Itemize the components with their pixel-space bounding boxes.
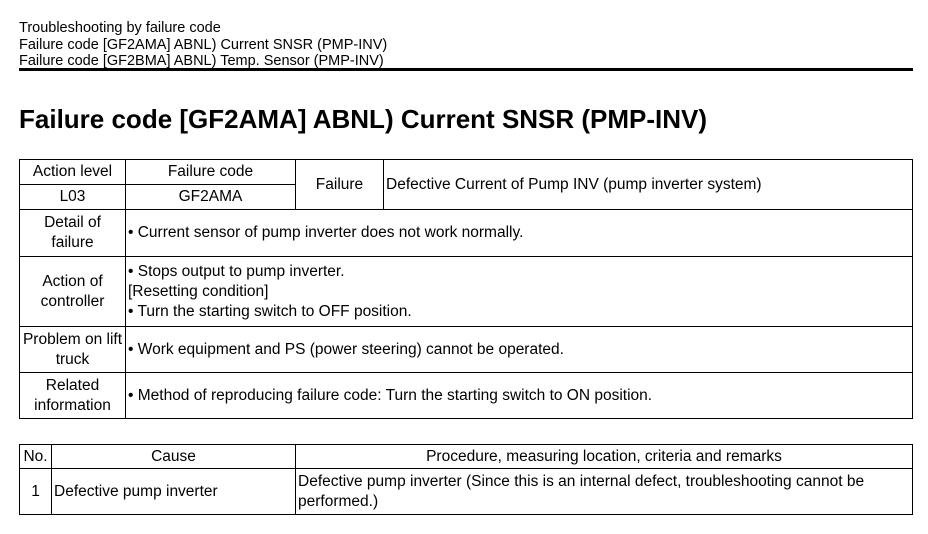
cause-no: 1 — [19, 468, 52, 515]
action-item: • Stops output to pump inverter. — [128, 262, 345, 280]
page-header: Troubleshooting by failure code Failure … — [19, 20, 387, 70]
page-title: Failure code [GF2AMA] ABNL) Current SNSR… — [19, 104, 708, 134]
header-failure-code-1: Failure code [GF2AMA] ABNL) Current SNSR… — [19, 36, 388, 53]
resetting-condition-heading: [Resetting condition] — [128, 282, 269, 300]
failure-description: Defective Current of Pump INV (pump inve… — [383, 159, 913, 210]
cause-text: Defective pump inverter — [51, 468, 296, 515]
problem-text: • Work equipment and PS (power steering)… — [125, 326, 913, 373]
header-divider — [19, 68, 913, 71]
action-level-value: L03 — [19, 184, 126, 210]
action-of-controller-text: • Stops output to pump inverter. [Resett… — [125, 256, 913, 327]
col-header-procedure: Procedure, measuring location, criteria … — [295, 444, 913, 469]
action-level-label: Action level — [19, 159, 126, 185]
related-info-label: Related information — [19, 372, 126, 419]
reset-item: • Turn the starting switch to OFF positi… — [128, 302, 412, 320]
header-failure-code-2: Failure code [GF2BMA] ABNL) Temp. Sensor… — [19, 53, 384, 69]
failure-info-table: Action level Failure code Failure Defect… — [19, 159, 913, 419]
related-info-text: • Method of reproducing failure code: Tu… — [125, 372, 913, 419]
procedure-text: Defective pump inverter (Since this is a… — [295, 468, 913, 515]
failure-label: Failure — [295, 159, 384, 210]
failure-code-value: GF2AMA — [125, 184, 296, 210]
detail-text: • Current sensor of pump inverter does n… — [125, 209, 913, 257]
problem-label: Problem on lift truck — [19, 326, 126, 373]
detail-label: Detail of failure — [19, 209, 126, 257]
header-section-title: Troubleshooting by failure code — [19, 20, 221, 36]
action-of-controller-label: Action of controller — [19, 256, 126, 327]
col-header-no: No. — [19, 444, 52, 469]
failure-code-label: Failure code — [125, 159, 296, 185]
cause-table: No. Cause Procedure, measuring location,… — [19, 444, 913, 515]
col-header-cause: Cause — [51, 444, 296, 469]
table-row: 1 Defective pump inverter Defective pump… — [19, 468, 913, 515]
